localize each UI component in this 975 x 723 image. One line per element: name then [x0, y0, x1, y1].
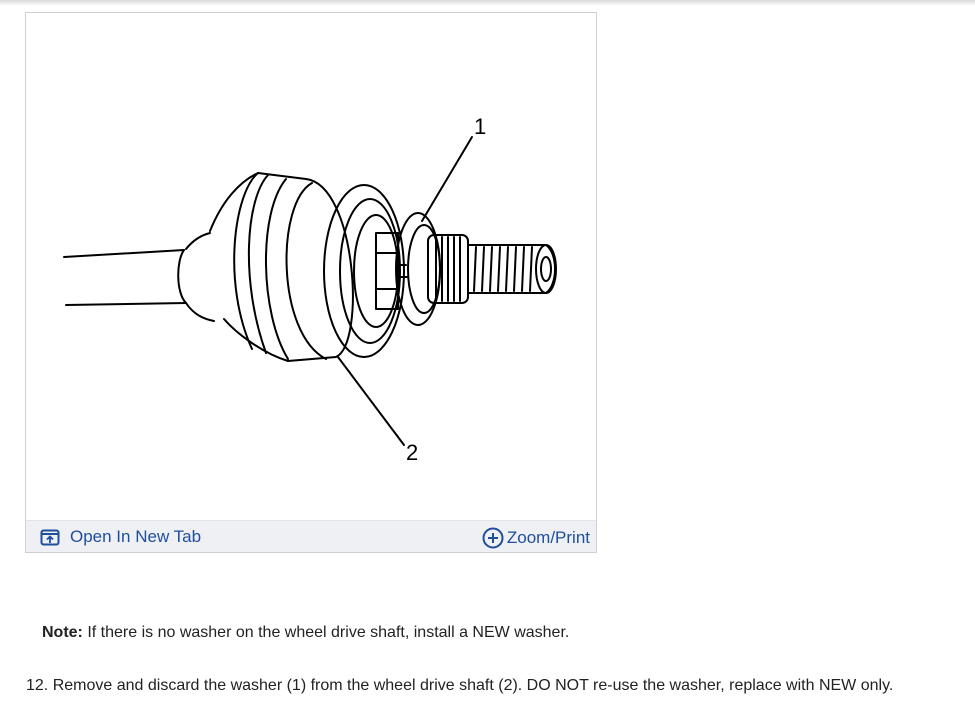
figure-footer: Open In New Tab Zoom/Print	[26, 520, 596, 552]
top-shadow	[0, 0, 975, 6]
step-text: Remove and discard the washer (1) from t…	[48, 677, 894, 694]
figure-card: 1 2 Open In New Tab Zoom/Print	[25, 12, 597, 553]
open-in-new-tab-icon	[40, 529, 60, 546]
zoom-print-link[interactable]: Zoom/Print	[482, 527, 590, 549]
step-number: 12.	[26, 677, 49, 694]
callout-drive-shaft-number: 2	[406, 440, 418, 465]
step-12-paragraph: 12. Remove and discard the washer (1) fr…	[26, 677, 893, 695]
drive-shaft-illustration: 1 2	[63, 114, 557, 465]
callout-washer-number: 1	[474, 114, 486, 139]
zoom-print-label: Zoom/Print	[506, 528, 590, 547]
open-in-new-tab-link[interactable]: Open In New Tab	[40, 527, 201, 547]
note-label: Note:	[42, 624, 83, 641]
note-text: If there is no washer on the wheel drive…	[82, 624, 570, 641]
note-paragraph: Note: If there is no washer on the wheel…	[42, 624, 569, 642]
open-in-new-tab-label: Open In New Tab	[70, 527, 202, 546]
zoom-plus-icon	[482, 527, 504, 549]
